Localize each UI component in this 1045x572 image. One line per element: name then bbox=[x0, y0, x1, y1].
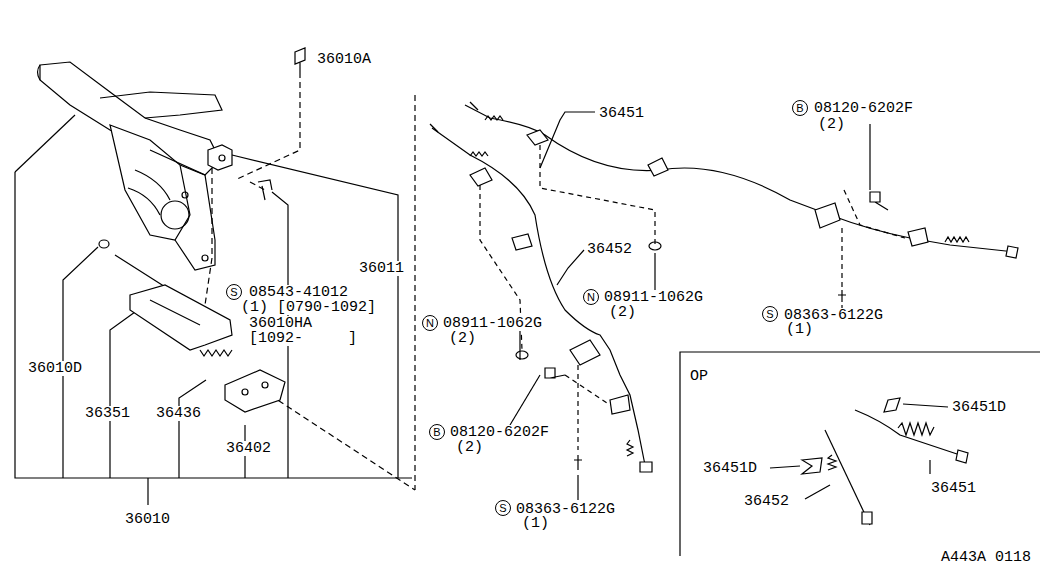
callout-number: (2) bbox=[817, 117, 846, 132]
callout-number: (1) bbox=[521, 516, 550, 531]
callout-number: 36451D bbox=[951, 400, 1007, 415]
circled-letter: S bbox=[495, 500, 511, 516]
callout-number: 36402 bbox=[225, 441, 272, 456]
callout-number: A443A 0118 bbox=[940, 550, 1032, 565]
callout-number: 36451 bbox=[598, 106, 645, 121]
callout-number: 08120-6202F bbox=[813, 101, 914, 116]
callout-number: 36351 bbox=[84, 406, 131, 421]
callout-number: 36010HA bbox=[248, 316, 313, 331]
circled-letter: N bbox=[422, 315, 438, 331]
symbol-letter: B bbox=[433, 427, 440, 438]
callout-number: OP bbox=[689, 369, 709, 384]
callout-number: 36436 bbox=[155, 406, 202, 421]
callout-number: 36010A bbox=[316, 52, 372, 67]
circled-letter: B bbox=[429, 424, 445, 440]
symbol-letter: S bbox=[230, 287, 237, 298]
circled-letter: B bbox=[792, 100, 808, 116]
symbol-letter: N bbox=[587, 292, 595, 303]
callout-number: (2) bbox=[455, 440, 484, 455]
callout-number: 36451D bbox=[702, 461, 758, 476]
callout-number: 36452 bbox=[743, 494, 790, 509]
callout-number: (2) bbox=[608, 305, 637, 320]
callout-number: 36452 bbox=[586, 242, 633, 257]
callout-number: 08120-6202F bbox=[449, 425, 550, 440]
callout-number: (1) [0790-1092] bbox=[240, 300, 377, 315]
symbol-letter: N bbox=[426, 318, 434, 329]
symbol-letter: S bbox=[766, 309, 773, 320]
circled-letter: S bbox=[762, 306, 778, 322]
callout-number: 08543-41012 bbox=[248, 285, 349, 300]
callout-number: [1092- ] bbox=[248, 331, 358, 346]
callout-number: 08363-6122G bbox=[515, 502, 616, 517]
callout-number: (1) bbox=[785, 322, 814, 337]
callout-number: 08911-1062G bbox=[442, 316, 543, 331]
callout-number: 08363-6122G bbox=[783, 308, 884, 323]
callout-number: 36010D bbox=[27, 361, 83, 376]
circled-letter: N bbox=[583, 289, 599, 305]
callout-number: 36451 bbox=[930, 481, 977, 496]
circled-letter: S bbox=[226, 284, 242, 300]
callout-number: 36011 bbox=[358, 261, 405, 276]
symbol-letter: B bbox=[796, 103, 803, 114]
symbol-letter: S bbox=[499, 503, 506, 514]
callout-number: 08911-1062G bbox=[603, 290, 704, 305]
callout-number: 36010 bbox=[124, 512, 171, 527]
callout-number: (2) bbox=[448, 331, 477, 346]
